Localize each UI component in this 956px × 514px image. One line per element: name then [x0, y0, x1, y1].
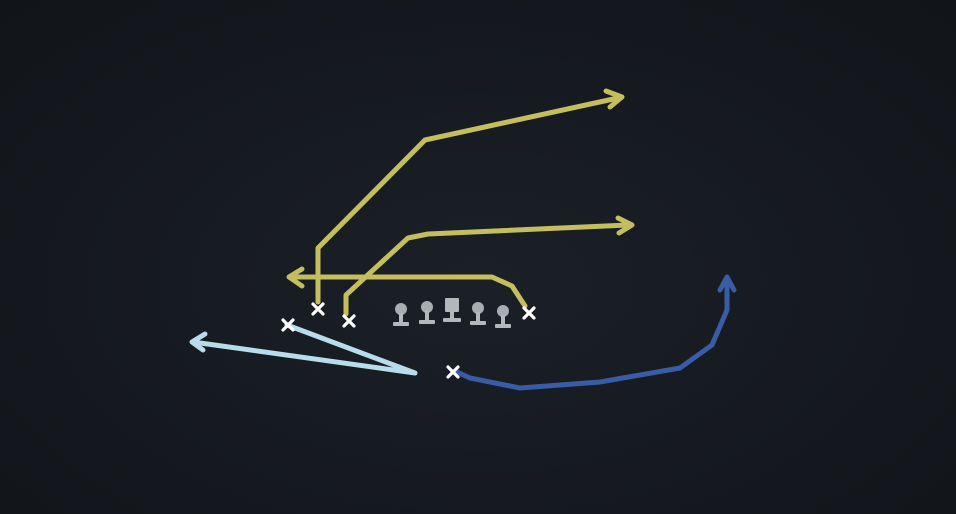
player-x-icon [446, 365, 460, 379]
player-x-icon [522, 306, 536, 320]
route-deep-cross [315, 95, 621, 305]
route-intermediate-cross-arrowhead [615, 215, 635, 236]
route-drag-left-arrowhead [286, 266, 305, 289]
lineman-icon [419, 301, 435, 324]
player-x-icon [342, 314, 356, 328]
player-x-icon [281, 318, 295, 332]
lineman-icon [495, 305, 511, 328]
route-deep-cross-arrowhead [603, 88, 625, 110]
route-intermediate-cross [343, 222, 631, 317]
lineman-icon [470, 302, 486, 325]
player-x-icon [311, 302, 325, 316]
lineman-icon [393, 303, 409, 326]
offensive-line [393, 298, 511, 328]
route-rb-wheel [454, 279, 730, 391]
route-qb-rollout [190, 322, 418, 376]
route-drag-left [289, 274, 528, 309]
route-rb-wheel-arrowhead [717, 274, 737, 293]
center-icon [443, 298, 461, 322]
route-qb-rollout-arrowhead [189, 331, 208, 353]
